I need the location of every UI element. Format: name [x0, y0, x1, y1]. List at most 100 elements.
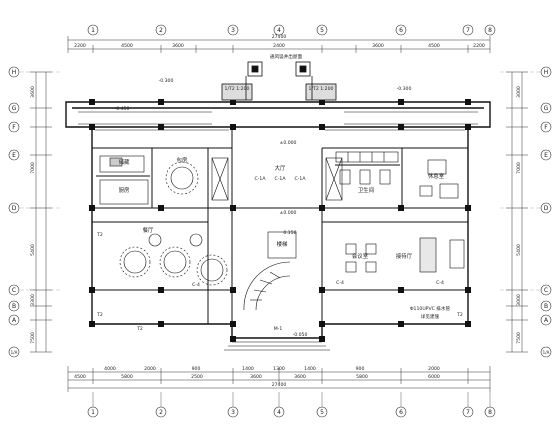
- bottom-dim-4: 3600: [250, 374, 262, 380]
- axis-label-left-H: H: [12, 69, 17, 76]
- left-axis-labels: H G F E D C B A 1/A: [11, 69, 18, 355]
- left-dim-1: 3600: [30, 86, 36, 98]
- axis-bubble-top-8: [484, 24, 496, 36]
- elevation-2: -0.300: [397, 86, 412, 92]
- bottom-dim-7: 6000: [428, 374, 440, 380]
- bottom-detail-1: 4000: [104, 366, 116, 372]
- lounge-seating: [419, 159, 459, 199]
- top-dim-7: 2200: [473, 43, 485, 49]
- bottom-dim-2: 5800: [121, 374, 133, 380]
- elevation-1: -0.300: [159, 78, 174, 84]
- bottom-detail-dimensions: 4000 2000 900 1400 1300 1400 900 2000: [104, 366, 440, 372]
- axis-grid-lines: [20, 71, 540, 291]
- right-axis-labels: H G F E D C B A 1/A: [543, 69, 550, 355]
- private-room-table: [165, 161, 199, 195]
- room-label-private-room: 包房: [177, 156, 188, 164]
- left-dim-3: 5400: [30, 244, 36, 256]
- room-label-lounge: 休息室: [428, 172, 445, 180]
- door-code-1: C-1A: [255, 176, 267, 182]
- top-overall-dimension: 27400: [272, 34, 287, 40]
- axis-label-right-A: A: [544, 317, 549, 324]
- left-dimension-labels: 3600 7000 5400 3300 7500: [30, 86, 36, 344]
- axis-label-left-B: B: [12, 303, 16, 310]
- axis-label-top-4: 4: [277, 27, 281, 34]
- bottom-overall-dimension: 27400: [272, 382, 287, 388]
- roof-vents: [221, 61, 337, 101]
- room-label-wc: 卫生间: [358, 186, 374, 194]
- elevation-3: ±0.000: [279, 140, 296, 146]
- axis-label-top-5: 5: [320, 27, 324, 34]
- right-dimension-labels: 3000 7000 5400 3000 7500: [516, 86, 522, 344]
- axis-label-right-H: H: [544, 69, 549, 76]
- left-dim-5: 7500: [30, 332, 36, 344]
- axis-label-right-D: D: [544, 205, 549, 212]
- room-label-office: 接待厅: [396, 252, 413, 260]
- door-code-11: M-1: [274, 326, 283, 332]
- elevation-7: -0.050: [293, 332, 308, 338]
- door-codes: C-1A C-1A C-1A C-4 C-4 C-4 T2 T2 T2 T2 M…: [96, 176, 463, 332]
- axis-label-top-1: 1: [91, 27, 95, 34]
- elevation-marks: -0.300 -0.300 ±0.000 ±0.000 -0.450 0.150…: [115, 78, 412, 338]
- elevator-shafts: [211, 157, 343, 201]
- axis-label-left-E: E: [12, 152, 16, 159]
- entrance-steps: [224, 341, 330, 351]
- main-staircase: [243, 231, 297, 311]
- bottom-detail-6: 1400: [304, 366, 316, 372]
- right-dim-4: 3000: [516, 294, 522, 306]
- axis-label-bottom-4: 4: [277, 409, 281, 416]
- axis-bubble-top-3: [227, 24, 239, 36]
- room-label-kitchen: 厨房: [119, 186, 130, 194]
- axis-label-bottom-2: 2: [159, 409, 163, 416]
- left-dimension-lines: [30, 71, 52, 353]
- meeting-tables: [345, 237, 465, 273]
- axis-label-right-E: E: [544, 152, 548, 159]
- left-axis-bubbles: [8, 66, 20, 358]
- bottom-dim-3: 2500: [191, 374, 203, 380]
- axis-label-left-F: F: [12, 124, 16, 131]
- axis-bubble-top-1: [87, 24, 99, 36]
- top-dim-3: 3600: [172, 43, 184, 49]
- axis-label-top-3: 3: [231, 27, 235, 34]
- bottom-dimensions: [67, 366, 491, 392]
- axis-label-left-1A: 1/A: [11, 350, 18, 355]
- axis-label-bottom-5: 5: [320, 409, 324, 416]
- elevation-5: -0.450: [115, 106, 130, 112]
- room-label-restaurant: 餐厅: [143, 226, 154, 234]
- left-dim-4: 3300: [30, 294, 36, 306]
- top-axis-bubbles: [87, 24, 496, 36]
- axis-label-bottom-7: 7: [466, 409, 470, 416]
- top-dim-2: 4500: [121, 43, 133, 49]
- bottom-segment-dimensions: 4500 5800 2500 3600 3600 5800 6000: [74, 374, 440, 380]
- door-code-6: C-4: [436, 280, 444, 286]
- door-code-3: C-1A: [295, 176, 307, 182]
- top-dim-5: 3600: [372, 43, 384, 49]
- drain-pipe-note: Φ110UPVC 排水管: [410, 305, 451, 312]
- top-dim-4: 2400: [273, 43, 285, 49]
- right-dim-5: 7500: [516, 332, 522, 344]
- bottom-detail-4: 1400: [242, 366, 254, 372]
- right-dim-2: 7000: [516, 162, 522, 174]
- axis-label-bottom-6: 6: [399, 409, 403, 416]
- axis-bubble-top-2: [155, 24, 167, 36]
- stair-label: 楼梯: [277, 240, 288, 248]
- bottom-detail-8: 2000: [428, 366, 440, 372]
- left-dim-2: 7000: [30, 162, 36, 174]
- axis-label-bottom-1: 1: [91, 409, 95, 416]
- axis-label-left-G: G: [12, 105, 17, 112]
- room-label-store: 储藏: [119, 158, 130, 166]
- elevation-4: ±0.000: [279, 210, 296, 216]
- bottom-detail-2: 2000: [144, 366, 156, 372]
- door-code-2: C-1A: [275, 176, 287, 182]
- door-code-9: T2: [136, 326, 143, 332]
- door-code-10: T2: [456, 312, 463, 318]
- axis-label-right-G: G: [544, 105, 549, 112]
- axis-label-right-B: B: [544, 303, 548, 310]
- vent-note: 通风竖井出屋面: [270, 53, 303, 60]
- structural-columns: [89, 99, 471, 342]
- top-dim-1: 2200: [74, 43, 86, 49]
- bottom-detail-7: 900: [356, 366, 365, 372]
- room-label-meeting: 会议室: [352, 252, 369, 260]
- axis-label-top-2: 2: [159, 27, 163, 34]
